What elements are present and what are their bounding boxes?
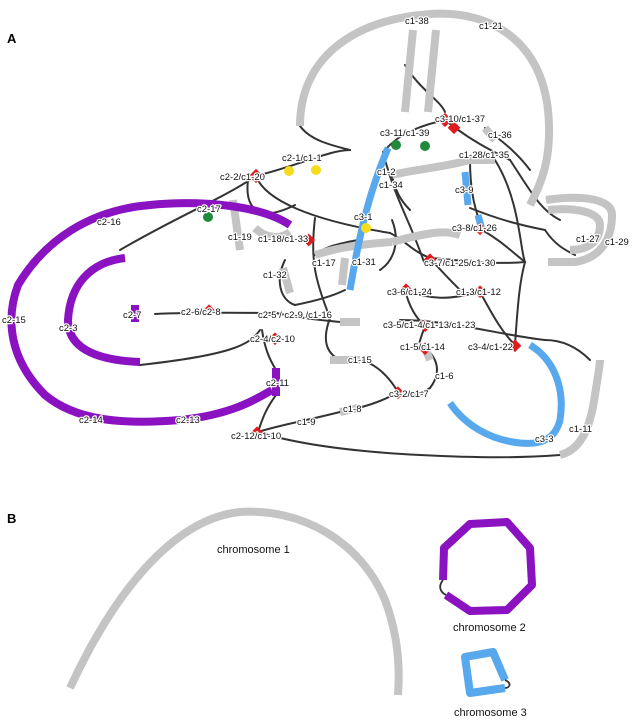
chromosome-3-segments xyxy=(346,146,565,447)
legend-label-chromosome-1: chromosome 1 xyxy=(217,544,290,556)
chromosome-2-segments xyxy=(7,199,293,426)
segment-label: c2-5 / c2-9 /c1-16 xyxy=(258,310,332,321)
chromosome-1-segments xyxy=(229,9,616,459)
segment-label: c1-18/c1-33 xyxy=(258,234,308,245)
segment-label: c1-5/c1-14 xyxy=(400,342,445,353)
segment-label: c2-2/c1-20 xyxy=(220,172,265,183)
contact-lines xyxy=(119,64,591,459)
segment-label: c3-3 xyxy=(535,434,553,445)
segment-label: c3-2/c1-7 xyxy=(389,389,429,400)
panel-label-b: B xyxy=(7,511,16,526)
segment-label: c3-4/c1-22 xyxy=(468,342,513,353)
segment-labels: c1-38 c1-21 c3-10/c1-37 c3-11/c1-39 c1-3… xyxy=(1,15,630,447)
segment-label: c1-31 xyxy=(352,257,376,268)
yellow-dots xyxy=(284,165,371,233)
green-dots xyxy=(203,140,430,222)
segment-label: c3-8/c1-26 xyxy=(452,223,497,234)
segment-label: c1-11 xyxy=(569,424,592,435)
chromosome-3-loop xyxy=(461,648,509,697)
segment-label: c1-2 xyxy=(377,167,395,178)
segment-label: c3-11/c1-39 xyxy=(380,128,429,139)
chromosome-3-closing-link xyxy=(504,679,511,689)
segment-label: c1-36 xyxy=(488,130,512,141)
chromosome-2-octagon xyxy=(439,518,536,615)
segment-label: c1-32 xyxy=(263,270,287,281)
legend-label-chromosome-2: chromosome 2 xyxy=(453,622,526,634)
segment-label: c1-15 xyxy=(348,355,372,366)
segment-label: c3-10/c1-37 xyxy=(435,114,485,125)
segment-label: c2-3 xyxy=(59,323,77,334)
segment-label: c1-9 xyxy=(297,417,315,428)
segment-label: c1-6 xyxy=(435,371,453,382)
segment-label: c1-19 xyxy=(228,232,252,243)
segment-label: c3-5/c1-4/c1-13/c1-23 xyxy=(383,320,475,331)
segment-label: c2-4/c2-10 xyxy=(250,334,295,345)
segment-label: c1-17 xyxy=(312,258,336,269)
legend-label-chromosome-3: chromosome 3 xyxy=(454,707,527,719)
panel-label-a: A xyxy=(7,31,17,46)
segment-label: c2-1/c1-1 xyxy=(282,153,322,164)
segment-label: c2-11 xyxy=(266,378,289,389)
segment-label: c2-16 xyxy=(97,217,121,228)
segment-label: c2-7 xyxy=(123,310,141,321)
segment-label: c3-9 xyxy=(455,185,473,196)
segment-label: c2-14 xyxy=(79,415,103,426)
segment-label: c1-8 xyxy=(343,404,361,415)
segment-label: c1-21 xyxy=(479,21,503,32)
legend-chromosome-1: chromosome 1 xyxy=(66,507,403,696)
segment-label: c2-12/c1-10 xyxy=(231,431,281,442)
segment-label: c1-3/c1-12 xyxy=(456,287,501,298)
legend-chromosome-3: chromosome 3 xyxy=(454,648,527,719)
segment-label: c2-6/c2-8 xyxy=(181,307,221,318)
legend-chromosome-2: chromosome 2 xyxy=(439,518,536,634)
segment-label: c1-38 xyxy=(405,16,429,27)
chromosome-1-arc xyxy=(66,507,403,696)
segment-label: c1-34 xyxy=(379,180,403,191)
segment-label: c3-1 xyxy=(354,212,372,223)
junction-markers xyxy=(203,112,522,440)
segment-label: c1-27 xyxy=(576,234,600,245)
segment-label: c1-29 xyxy=(605,237,629,248)
segment-label: c2-13 xyxy=(176,415,200,426)
segment-label: c3-7/c1-25/c1-30 xyxy=(424,258,495,269)
chromosome-2-closing-link xyxy=(439,579,447,596)
segment-label: c3-6/c1-24 xyxy=(387,287,432,298)
segment-label: c2-17 xyxy=(197,204,221,215)
segment-label: c2-15 xyxy=(2,315,26,326)
segment-label: c1-28/c1-35 xyxy=(459,150,509,161)
